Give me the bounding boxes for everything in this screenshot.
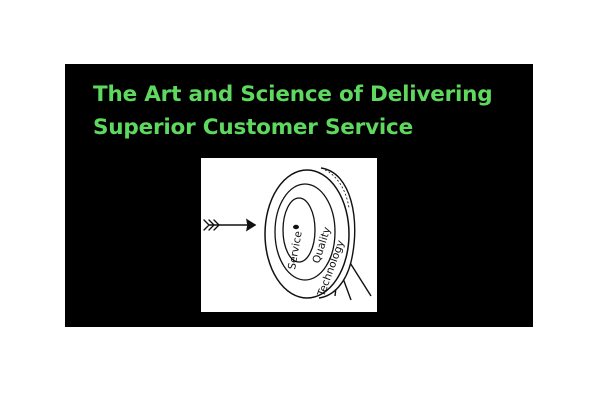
arrow-icon xyxy=(203,218,257,232)
slide-title-line-1: The Art and Science of Delivering xyxy=(93,82,493,107)
target-illustration: Service Quality Technology xyxy=(201,158,377,312)
target-icon xyxy=(264,167,372,301)
slide-title: The Art and Science of Delivering Superi… xyxy=(93,78,493,144)
slide-title-line-2: Superior Customer Service xyxy=(93,115,413,140)
slide: The Art and Science of Delivering Superi… xyxy=(65,64,533,327)
target-drawing: Service Quality Technology xyxy=(203,167,372,301)
